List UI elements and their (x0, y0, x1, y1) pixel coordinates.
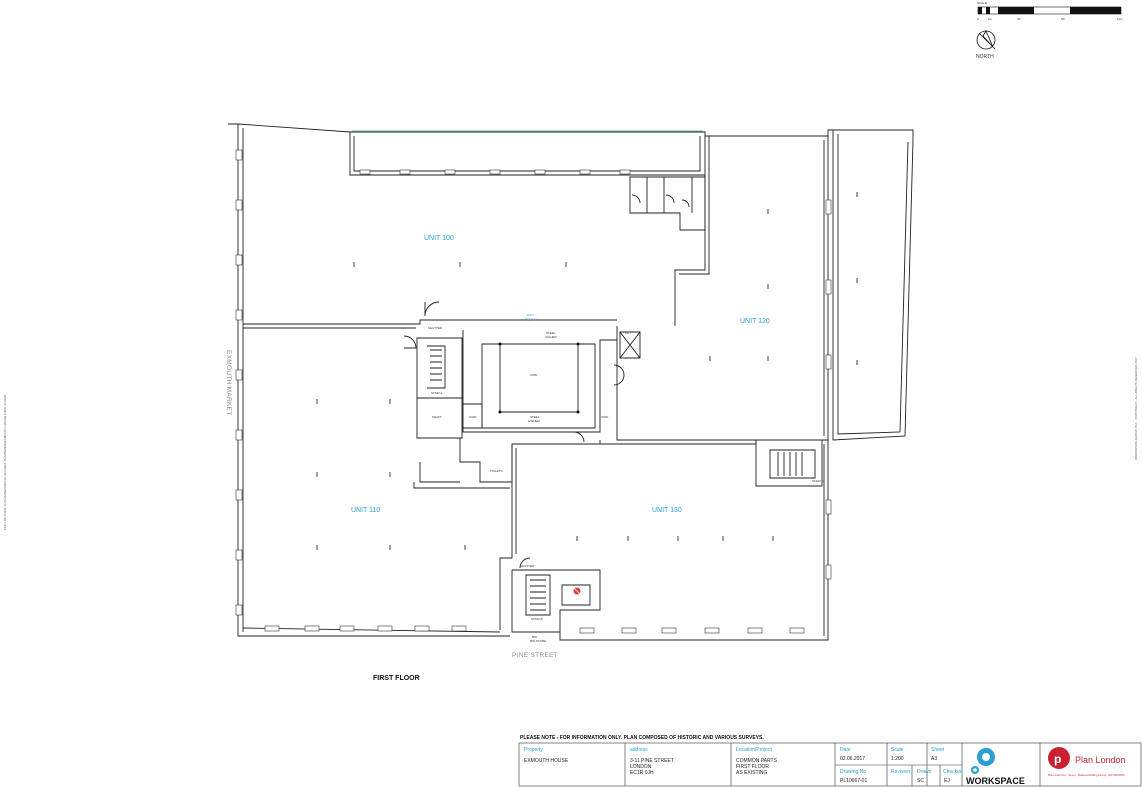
small-unit-sub: (0.3 Sq.) (525, 317, 537, 321)
bin-label: BIN (532, 635, 537, 639)
void-a-label: VOID (469, 415, 477, 419)
steel-bottom-label: STEEL (530, 415, 540, 419)
window-markers (235, 149, 832, 634)
fire-equipment-icon (573, 587, 581, 595)
void-label: VOID (530, 373, 538, 377)
plan-london-logo: p Plan London Plan London Ltd. · Survey … (1048, 747, 1126, 777)
scale-bar: SCALE 0 1m 3m 5m 10m (977, 1, 1123, 21)
location-line-2: FIRST FLOOR (736, 764, 769, 770)
workspace-logo-text: WORKSPACE (966, 776, 1025, 786)
address-line-3: EC1R 0JH (630, 770, 654, 776)
address-label: address (630, 747, 648, 753)
titleblock-note: PLEASE NOTE - FOR INFORMATION ONLY. PLAN… (520, 735, 764, 741)
location-label: Location/Project (736, 747, 772, 753)
plan-london-logo-text: Plan London (1075, 755, 1126, 765)
left-margin-note: FILE LOCATION: S:\PLANS\EXMOUTH HOUSE\1.… (3, 394, 7, 530)
scale-tick-3: 5m (1061, 17, 1066, 21)
stair-c-label: STAIR C (812, 479, 824, 483)
north-label: NORTH (976, 54, 994, 60)
right-margin-note: WORKSPACE GROUP PLC - COPYRIGHT - ALL RI… (1134, 357, 1138, 460)
location-line-1: COMMON PARTS (736, 758, 778, 764)
shutter-bottom-label: SHUTTER (520, 564, 535, 568)
workspace-logo: WORKSPACE (966, 748, 1025, 786)
floor-title: FIRST FLOOR (373, 675, 420, 682)
small-unit-label: UNIT (527, 313, 534, 317)
unit-120-label: UNIT 120 (740, 318, 770, 325)
sheet-value: A3 (931, 756, 937, 762)
scale-tick-4: 10m (1117, 17, 1123, 21)
drawn-label: Drawn (917, 769, 932, 775)
unit-130-label: UNIT 130 (652, 507, 682, 514)
scale-label: SCALE (977, 1, 987, 5)
stair-a-label: STAIR A (431, 391, 442, 395)
unit-100-label: UNIT 100 (424, 235, 454, 242)
void-b-label: VOID (601, 415, 609, 419)
steel-top-sub: HIGHER (545, 335, 558, 339)
scale-field-value: 1:200 (891, 756, 904, 762)
property-value: EXMOUTH HOUSE (524, 758, 569, 764)
shutter-top-label: SHUTTER (428, 326, 443, 330)
location-line-3: AS EXISTING (736, 770, 768, 776)
scale-tick-0: 0 (977, 17, 979, 21)
north-arrow-icon: NORTH (976, 30, 996, 60)
checked-label: Checked (943, 769, 963, 775)
drawn-value: SC (917, 778, 924, 784)
lift-label: LIFT (625, 331, 631, 335)
address-line-1: 3-11 PINE STREET (630, 758, 674, 764)
checked-value: EJ (944, 778, 950, 784)
steel-top-label: STEEL (546, 331, 556, 335)
void-corner-posts (498, 342, 580, 414)
svg-text:p: p (1054, 752, 1061, 766)
property-label: Property (524, 747, 543, 753)
left-street-label: EXMOUTH MARKET (225, 350, 232, 416)
column-markers (316, 192, 858, 550)
steel-bottom-sub: HIGHER (528, 419, 541, 423)
date-label: Date (840, 747, 851, 753)
toilets-label: TOILETS (490, 469, 502, 473)
bottom-street-label: PINE STREET (512, 652, 558, 659)
address-line-2: LONDON (630, 764, 652, 770)
stair-b-label: STAIR B (531, 617, 542, 621)
shaft-label: SHAFT (432, 415, 442, 419)
sheet-label: Sheet (931, 747, 945, 753)
scale-field-label: Scale (891, 747, 904, 753)
scale-tick-1: 1m (988, 17, 993, 21)
building-outline (228, 123, 914, 641)
unit-110-label: UNIT 110 (351, 507, 380, 514)
drawing-no-value: PL10667-01 (840, 778, 867, 784)
drawing-no-label: Drawing No (840, 769, 866, 775)
plan-london-subtext: Plan London Ltd. · Survey · Measured bui… (1048, 774, 1125, 777)
date-value: 02.06.2017 (840, 756, 865, 762)
scale-tick-2: 3m (1017, 17, 1022, 21)
titleblock-frame (518, 742, 1142, 787)
bin-store-label: BIN STORE (530, 639, 546, 643)
revision-label: Revision (891, 769, 910, 775)
